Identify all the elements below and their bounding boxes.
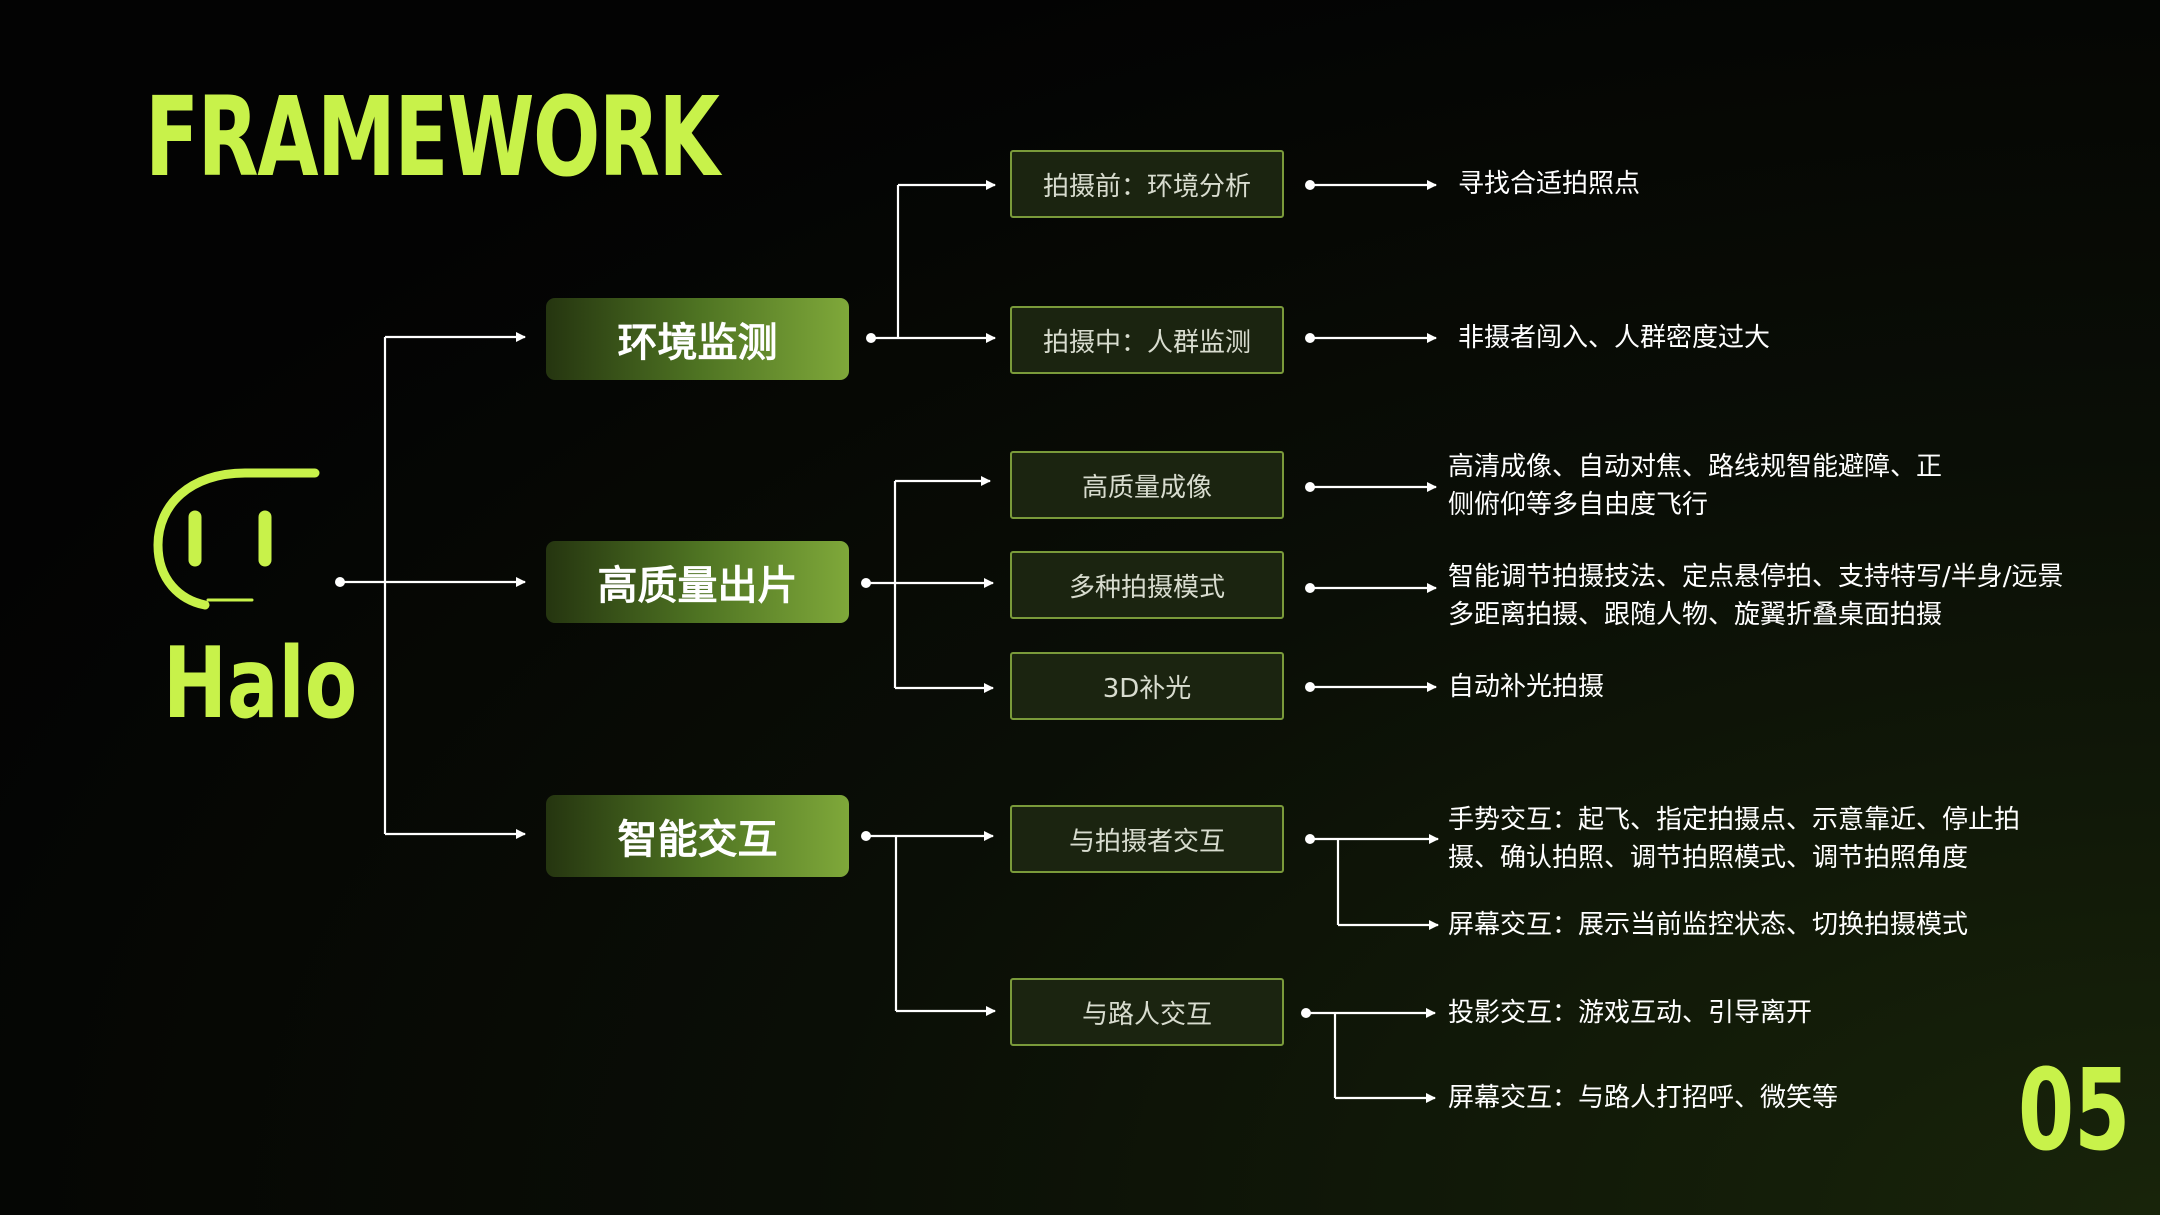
logo-text: Halo bbox=[163, 627, 358, 741]
item-passerby-interaction: 与路人交互 bbox=[1010, 978, 1284, 1046]
detail-screen-interaction-status: 屏幕交互：展示当前监控状态、切换拍摄模式 bbox=[1448, 910, 1969, 940]
detail-shooting-techniques: 智能调节拍摄技法、定点悬停拍、支持特写/半身/远景 多距离拍摄、跟随人物、旋翼折… bbox=[1448, 562, 2064, 630]
item-shooting-modes: 多种拍摄模式 bbox=[1010, 551, 1284, 619]
item-photographer-interaction: 与拍摄者交互 bbox=[1010, 805, 1284, 873]
category-smart-interaction: 智能交互 bbox=[546, 795, 849, 877]
page-title: FRAMEWORK bbox=[145, 73, 720, 201]
item-pre-shoot-analysis: 拍摄前：环境分析 bbox=[1010, 150, 1284, 218]
detail-auto-fill-light: 自动补光拍摄 bbox=[1448, 672, 1605, 702]
detail-intrusion-density: 非摄者闯入、人群密度过大 bbox=[1458, 323, 1771, 353]
category-high-quality-output: 高质量出片 bbox=[546, 541, 849, 623]
detail-find-spot: 寻找合适拍照点 bbox=[1458, 169, 1641, 199]
item-crowd-monitoring: 拍摄中：人群监测 bbox=[1010, 306, 1284, 374]
detail-gesture-interaction: 手势交互：起飞、指定拍摄点、示意靠近、停止拍 摄、确认拍照、调节拍照模式、调节拍… bbox=[1448, 805, 2021, 873]
detail-screen-interaction-greeting: 屏幕交互：与路人打招呼、微笑等 bbox=[1448, 1083, 1839, 1113]
page-number: 05 bbox=[2018, 1046, 2131, 1176]
detail-imaging-features: 高清成像、自动对焦、路线规智能避障、正 侧俯仰等多自由度飞行 bbox=[1448, 452, 1943, 520]
item-3d-fill-light: 3D补光 bbox=[1010, 652, 1284, 720]
halo-robot-face-icon bbox=[153, 468, 320, 610]
detail-projection-interaction: 投影交互：游戏互动、引导离开 bbox=[1448, 998, 1813, 1028]
category-environment-monitoring: 环境监测 bbox=[546, 298, 849, 380]
item-high-quality-imaging: 高质量成像 bbox=[1010, 451, 1284, 519]
